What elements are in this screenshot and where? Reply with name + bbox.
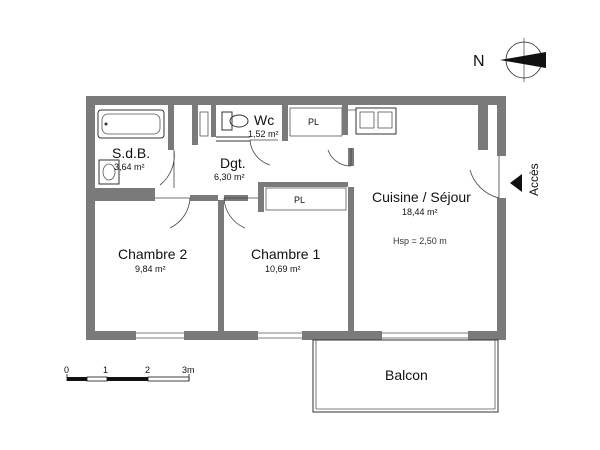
room-dgt-area: 6,30 m² <box>214 172 245 182</box>
scale-tick-1: 1 <box>103 365 108 375</box>
compass: N <box>473 38 546 82</box>
room-balcon-name: Balcon <box>385 367 428 383</box>
washbasin <box>98 159 120 185</box>
room-sdb-name: S.d.B. <box>112 145 150 161</box>
room-sdb-area: 3,64 m² <box>114 162 145 172</box>
room-chambre1-area: 10,69 m² <box>265 264 301 274</box>
entrance-marker: Accès <box>510 163 541 196</box>
room-labels: S.d.B. 3,64 m² Wc 1,52 m² Dgt. 6,30 m² P… <box>112 112 471 383</box>
compass-arrow-icon <box>500 52 546 68</box>
room-chambre2-name: Chambre 2 <box>118 246 187 262</box>
room-cuisine-name: Cuisine / Séjour <box>372 189 471 205</box>
scale-tick-2: 2 <box>145 365 150 375</box>
balcony <box>312 339 499 413</box>
outer-walls <box>86 96 506 340</box>
entrance-label: Accès <box>527 163 541 196</box>
entrance-arrow-icon <box>510 174 522 192</box>
interior-walls <box>95 105 488 331</box>
balcony-outline <box>312 339 499 413</box>
room-wc-area: 1,52 m² <box>248 129 279 139</box>
doors <box>155 139 500 229</box>
room-cuisine-height: Hsp = 2,50 m <box>393 236 447 246</box>
scale-tick-3: 3m <box>182 365 195 375</box>
room-pl-mid-name: PL <box>294 195 305 205</box>
room-chambre2-area: 9,84 m² <box>135 264 166 274</box>
room-cuisine-area: 18,44 m² <box>402 207 438 217</box>
bathtub <box>97 109 165 139</box>
compass-north-label: N <box>473 53 485 70</box>
scale-tick-0: 0 <box>64 365 69 375</box>
scale-bar: 0 1 2 3m <box>64 365 195 382</box>
toilet <box>221 111 233 131</box>
room-wc-name: Wc <box>254 112 274 128</box>
room-chambre1-name: Chambre 1 <box>251 246 320 262</box>
kitchen-sink <box>355 107 397 135</box>
fixtures <box>97 107 397 185</box>
room-dgt-name: Dgt. <box>220 155 246 171</box>
room-pl-top-name: PL <box>308 117 319 127</box>
